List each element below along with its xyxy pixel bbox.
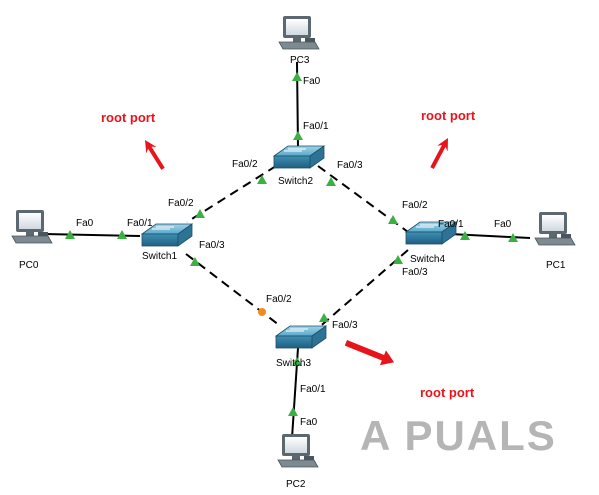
- link-light-pc3: [292, 72, 302, 81]
- switch3-device[interactable]: Switch3: [275, 325, 327, 369]
- pc-icon: [277, 433, 319, 468]
- red-arrow-icon: [426, 135, 454, 171]
- port-label-pc0-fa0: Fa0: [76, 218, 94, 229]
- switch-icon: [275, 325, 327, 349]
- link-light-sw1-fa02: [195, 209, 205, 218]
- switch4-device[interactable]: Switch4: [405, 221, 457, 265]
- link-light-sw3-fa03: [319, 313, 329, 322]
- link-light-sw3-fa02-blocked: [258, 308, 266, 316]
- root-port-label: root port: [421, 108, 476, 123]
- pc1-device[interactable]: PC1: [534, 211, 576, 271]
- port-label-sw2-fa02: Fa0/2: [232, 159, 258, 170]
- port-label-sw3-fa03: Fa0/3: [332, 320, 358, 331]
- pc2-device[interactable]: PC2: [277, 433, 319, 490]
- pc-icon: [534, 211, 576, 246]
- switch1-device[interactable]: Switch1: [141, 223, 193, 262]
- port-label-sw1-fa01: Fa0/1: [127, 218, 153, 229]
- switch2-device[interactable]: Switch2: [273, 145, 325, 187]
- pc3-label: PC3: [290, 55, 310, 66]
- port-label-pc2-fa0: Fa0: [300, 417, 318, 428]
- watermark-text: A PUALS: [360, 412, 557, 459]
- port-label-sw4-fa02: Fa0/2: [402, 200, 428, 211]
- watermark-logo: A PUALS: [360, 412, 557, 459]
- callout-right: root port: [421, 108, 476, 171]
- port-label-sw4-fa03: Fa0/3: [402, 267, 428, 278]
- port-label-sw4-fa01: Fa0/1: [438, 219, 464, 230]
- link-lights: [65, 72, 518, 416]
- port-label-sw2-fa01: Fa0/1: [303, 121, 329, 132]
- pc0-label: PC0: [19, 260, 39, 271]
- link-light-sw4-fa02: [388, 215, 398, 224]
- red-arrow-icon: [139, 136, 169, 173]
- pc0-device[interactable]: PC0: [11, 209, 53, 271]
- pc1-label: PC1: [546, 260, 566, 271]
- callout-bottom: root port: [344, 340, 475, 400]
- port-label-pc3-fa0: Fa0: [303, 76, 321, 87]
- root-port-label: root port: [420, 385, 475, 400]
- link-pc0-switch1: [43, 233, 141, 237]
- port-label-sw3-fa02: Fa0/2: [266, 294, 292, 305]
- switch2-label: Switch2: [278, 176, 313, 187]
- switch4-label: Switch4: [410, 254, 445, 265]
- pc-icon: [11, 209, 53, 244]
- link-light-sw2-fa01: [293, 131, 303, 140]
- link-switch4-switch3: [315, 249, 409, 331]
- link-light-sw1-fa01: [117, 230, 127, 239]
- pc3-device[interactable]: PC3: [278, 15, 320, 66]
- port-label-sw1-fa02: Fa0/2: [168, 198, 194, 209]
- switch-icon: [273, 145, 325, 169]
- red-arrow-icon: [344, 340, 395, 366]
- port-labels: Fa0 Fa0/1 Fa0/2 Fa0/3 Fa0/2 Fa0 Fa0/1 Fa…: [76, 76, 512, 428]
- switch1-label: Switch1: [142, 251, 177, 262]
- root-port-label: root port: [101, 110, 156, 125]
- link-light-pc2: [288, 407, 298, 416]
- pc-icon: [278, 15, 320, 50]
- pc2-label: PC2: [286, 479, 306, 490]
- port-label-sw1-fa03: Fa0/3: [199, 240, 225, 251]
- port-label-sw2-fa03: Fa0/3: [337, 160, 363, 171]
- link-switch2-switch1: [186, 165, 277, 223]
- switch3-label: Switch3: [276, 358, 311, 369]
- port-label-sw3-fa01: Fa0/1: [300, 384, 326, 395]
- callout-left: root port: [101, 110, 169, 173]
- link-light-sw4-fa03: [393, 255, 403, 264]
- port-label-pc1-fa0: Fa0: [494, 219, 512, 230]
